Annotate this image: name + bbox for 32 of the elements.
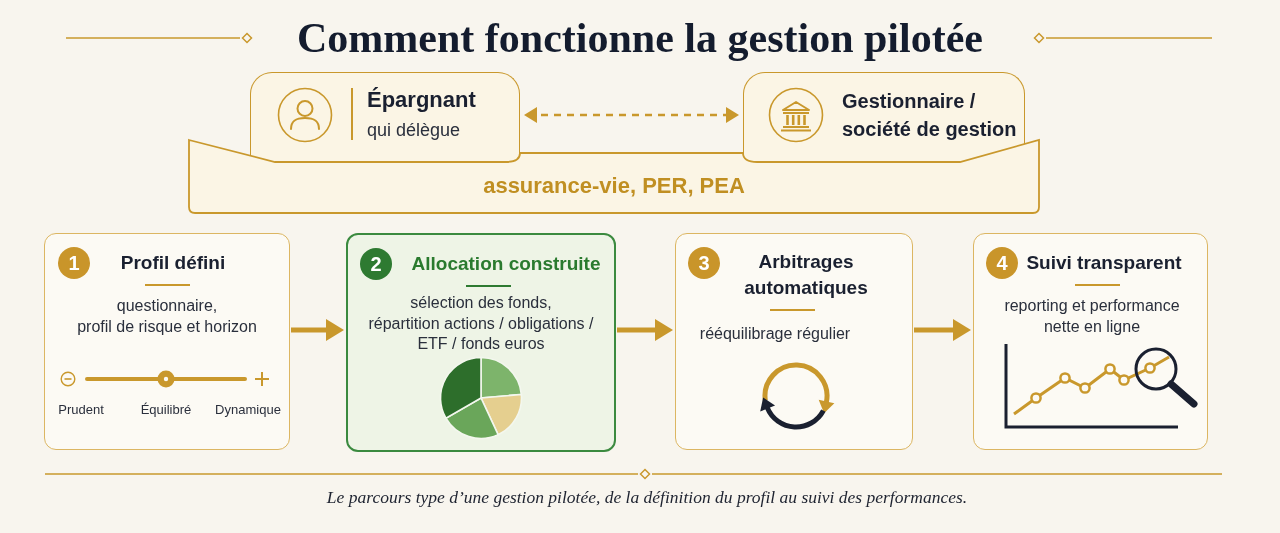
party-tab	[250, 72, 520, 164]
dashed-double-headed-arrow	[524, 107, 739, 123]
party-description: qui délègue	[367, 119, 461, 141]
step-number-badge: 4	[986, 247, 1018, 279]
step-title: Arbitrages automatiques	[743, 250, 869, 300]
diagram-title: Comment fonctionne la gestion pilotée	[297, 14, 983, 62]
step-title: Allocation construite	[410, 252, 602, 276]
wrapper-band	[188, 138, 1040, 214]
arrow	[291, 319, 344, 341]
scale-label: Dynamique	[215, 402, 281, 418]
band-label: assurance-vie, PER, PEA	[483, 172, 745, 200]
party-name: Gestionnaire / société de gestion	[842, 89, 1018, 142]
step-title: Profil défini	[119, 251, 227, 275]
step-card	[973, 233, 1208, 450]
step-title: Suivi transparent	[1025, 251, 1183, 275]
scale-label: Équilibré	[140, 402, 192, 418]
step-card	[675, 233, 913, 450]
step-description: sélection des fonds, répartition actions / obligations / ETF / fonds euros	[367, 293, 595, 354]
step-card	[44, 233, 290, 450]
step-description: rééquilibrage régulier	[698, 324, 852, 344]
caption: Le parcours type d’une gestion pilotée, de la définition du profil au suivi des performances.	[326, 486, 968, 508]
party-name: Épargnant	[367, 86, 476, 113]
step-number-badge: 1	[58, 247, 90, 279]
step-number-badge: 3	[688, 247, 720, 279]
arrow	[914, 319, 971, 341]
step-number-badge: 2	[360, 248, 392, 280]
arrow	[617, 319, 673, 341]
step-description: reporting et performance nette en ligne	[1003, 296, 1181, 337]
party-tab	[743, 72, 1025, 164]
step-card	[346, 233, 616, 452]
scale-label: Prudent	[58, 402, 104, 418]
step-description: questionnaire, profil de risque et horizon	[76, 296, 258, 337]
